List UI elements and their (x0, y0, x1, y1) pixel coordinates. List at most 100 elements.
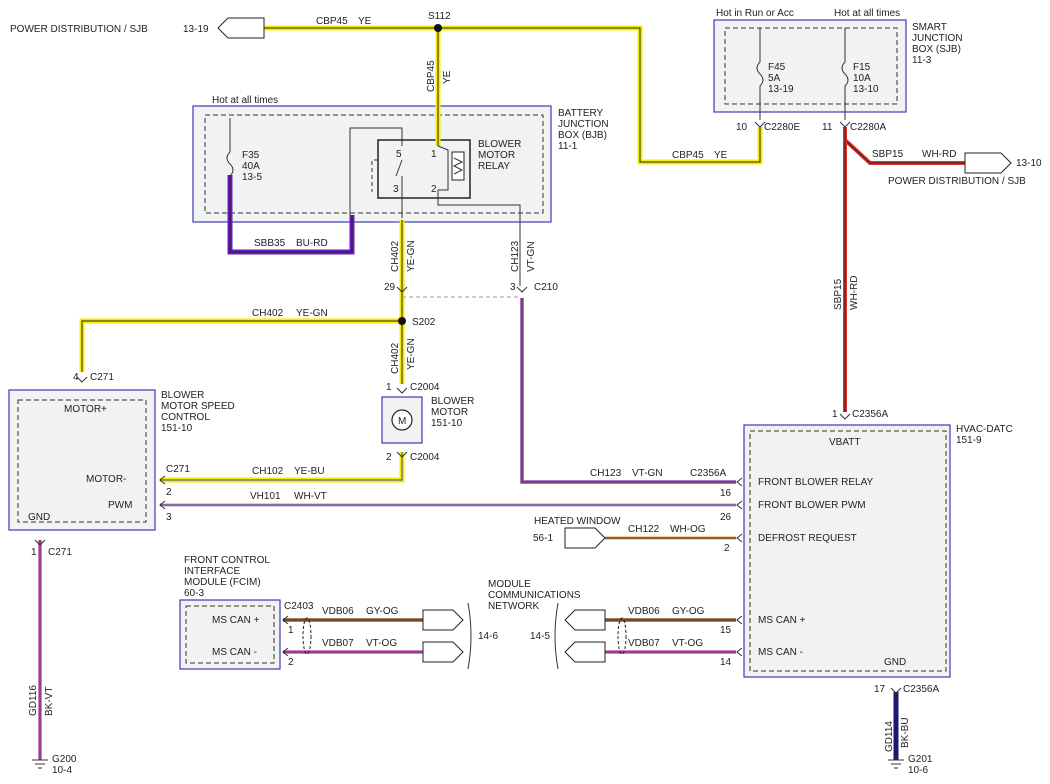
label-cbp45-top: CBP45 (316, 16, 348, 27)
wire-can-right (605, 617, 736, 655)
label-wh-rd-v: WH-RD (849, 276, 860, 310)
label-sjb-1: SMART (912, 22, 947, 33)
label-p4: 4 (73, 372, 79, 383)
label-pin2: 2 (431, 184, 437, 195)
label-bk-bu: BK-BU (900, 717, 911, 748)
label-sjb-2: JUNCTION (912, 33, 963, 44)
label-power-dist-left: POWER DISTRIBUTION / SJB (10, 24, 148, 35)
label-c271-mid: C271 (166, 464, 190, 475)
label-pin1: 1 (431, 149, 437, 160)
label-gnd-left: GND (28, 512, 50, 523)
label-c271-top: C271 (90, 372, 114, 383)
label-p2-fcim: 2 (288, 657, 294, 668)
label-vt-gn-h: VT-GN (632, 468, 663, 479)
label-c2004-a: C2004 (410, 382, 440, 393)
label-hvac-1: HVAC-DATC (956, 424, 1013, 435)
label-bjb-1: BATTERY (558, 108, 604, 119)
label-c2280e: C2280E (764, 122, 800, 133)
label-bmsc-2: MOTOR SPEED (161, 401, 235, 412)
label-p10: 10 (736, 122, 748, 133)
battery-junction-box (192, 105, 552, 223)
label-p29: 29 (384, 282, 396, 293)
label-c271-bot: C271 (48, 547, 72, 558)
label-p3: 3 (510, 282, 516, 293)
label-c2280a: C2280A (850, 122, 886, 133)
label-relay-3: RELAY (478, 161, 510, 172)
label-p1-c2004: 1 (386, 382, 392, 393)
label-13-10: 13-10 (1016, 158, 1042, 169)
label-ch402-a: CH402 (390, 240, 401, 272)
label-14-5: 14-5 (530, 631, 550, 642)
label-ye-gn-b: YE-GN (406, 338, 417, 370)
label-wh-og: WH-OG (670, 524, 706, 535)
splice-s112 (434, 24, 442, 32)
label-p2-c271: 2 (166, 487, 172, 498)
label-vdb06-r: VDB06 (628, 606, 660, 617)
label-p16: 16 (720, 488, 732, 499)
label-p1-fcim: 1 (288, 625, 294, 636)
label-c2004-b: C2004 (410, 452, 440, 463)
label-pin3: 3 (393, 184, 399, 195)
label-sbp15-v: SBP15 (833, 278, 844, 310)
label-p14: 14 (720, 657, 732, 668)
label-motor-m: M (398, 416, 406, 427)
label-p3-c271: 3 (166, 512, 172, 523)
label-ch123-a: CH123 (510, 240, 521, 272)
label-f45-a: 5A (768, 73, 781, 84)
label-ms-can-minus-r: MS CAN - (758, 647, 803, 658)
wire-gd116 (32, 540, 48, 769)
label-bm-1: BLOWER (431, 396, 474, 407)
fuse-f45-icon (756, 28, 764, 120)
label-bmsc-ref: 151-10 (161, 423, 193, 434)
label-bm-ref: 151-10 (431, 418, 463, 429)
label-motor-minus: MOTOR- (86, 474, 126, 485)
label-p2-def: 2 (724, 543, 730, 554)
label-hot-all-bjb: Hot at all times (212, 95, 278, 106)
ground-g201-icon (888, 759, 904, 769)
wire-gd114 (888, 692, 904, 769)
label-bu-rd: BU-RD (296, 238, 328, 249)
label-ch102: CH102 (252, 466, 284, 477)
label-vdb06-l: VDB06 (322, 606, 354, 617)
label-ye-r: YE (714, 150, 728, 161)
label-c210: C210 (534, 282, 558, 293)
label-ch123-h: CH123 (590, 468, 622, 479)
label-f15: F15 (853, 62, 871, 73)
label-bk-vt: BK-VT (44, 687, 55, 716)
label-heated-window: HEATED WINDOW (534, 516, 621, 527)
label-vt-og-l: VT-OG (366, 638, 397, 649)
label-p2-c2004: 2 (386, 452, 392, 463)
label-vt-og-r: VT-OG (672, 638, 703, 649)
label-mcn-2: COMMUNICATIONS (488, 590, 581, 601)
label-p17: 17 (874, 684, 886, 695)
blower-motor-box (381, 396, 423, 444)
wire-ch123 (520, 298, 736, 484)
wire-sbp15 (843, 127, 965, 412)
label-pin5: 5 (396, 149, 402, 160)
label-front-pwm: FRONT BLOWER PWM (758, 500, 866, 511)
label-mcn-3: NETWORK (488, 601, 539, 612)
label-ye-gn-a: YE-GN (406, 240, 417, 272)
label-p26: 26 (720, 512, 732, 523)
label-sbb35: SBB35 (254, 238, 286, 249)
label-gy-og-l: GY-OG (366, 606, 399, 617)
smart-junction-box (713, 19, 907, 113)
label-fcim-ref: 60-3 (184, 588, 204, 599)
label-hvac-ref: 151-9 (956, 435, 982, 446)
label-defrost: DEFROST REQUEST (758, 533, 857, 544)
label-ye-v: YE (442, 70, 453, 84)
label-13-19: 13-19 (183, 24, 209, 35)
label-power-dist-right: POWER DISTRIBUTION / SJB (888, 176, 1026, 187)
label-c2356a-mid: C2356A (690, 468, 726, 479)
label-f15-ref: 13-10 (853, 84, 879, 95)
label-hot-run: Hot in Run or Acc (716, 8, 794, 19)
label-relay-1: BLOWER (478, 139, 521, 150)
label-p11: 11 (822, 122, 833, 133)
label-c2356a-top: C2356A (852, 409, 888, 420)
ground-g200-icon (32, 759, 48, 769)
label-fcim-2: INTERFACE (184, 566, 240, 577)
label-bjb-ref: 11-1 (558, 141, 578, 152)
label-motor-plus: MOTOR+ (64, 404, 107, 415)
label-f35-a: 40A (242, 161, 260, 172)
